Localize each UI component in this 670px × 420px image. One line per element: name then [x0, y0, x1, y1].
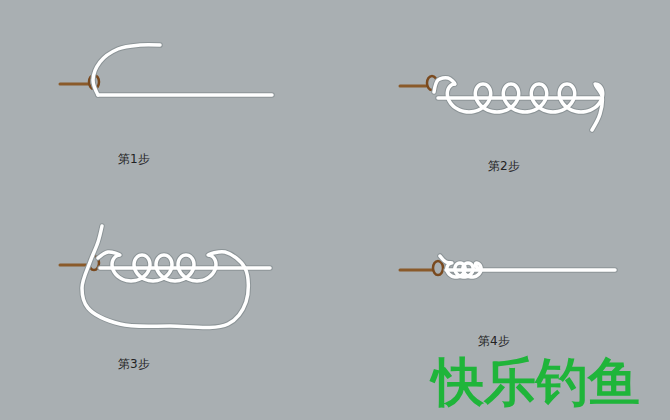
- fishing-line: [440, 256, 481, 277]
- fishing-line: [434, 78, 603, 130]
- line-outline: [82, 226, 248, 328]
- step-label: 第3步: [118, 357, 150, 371]
- line-outline: [440, 256, 481, 277]
- hook-eye: [433, 261, 443, 275]
- fishing-line: [93, 45, 160, 95]
- fishing-line: [82, 226, 248, 328]
- fishing-line: [98, 93, 272, 97]
- line-outline: [434, 78, 603, 130]
- line-outline: [98, 92, 272, 98]
- hook-shank: [60, 83, 88, 86]
- watermark: 快乐钓鱼: [432, 356, 640, 408]
- step-label: 第4步: [478, 334, 510, 348]
- hook-shank: [60, 264, 88, 267]
- hook-shank: [400, 85, 426, 88]
- hook-shank: [400, 269, 432, 272]
- step-label: 第1步: [118, 152, 150, 166]
- line-outline: [93, 45, 160, 95]
- step-label: 第2步: [488, 159, 520, 173]
